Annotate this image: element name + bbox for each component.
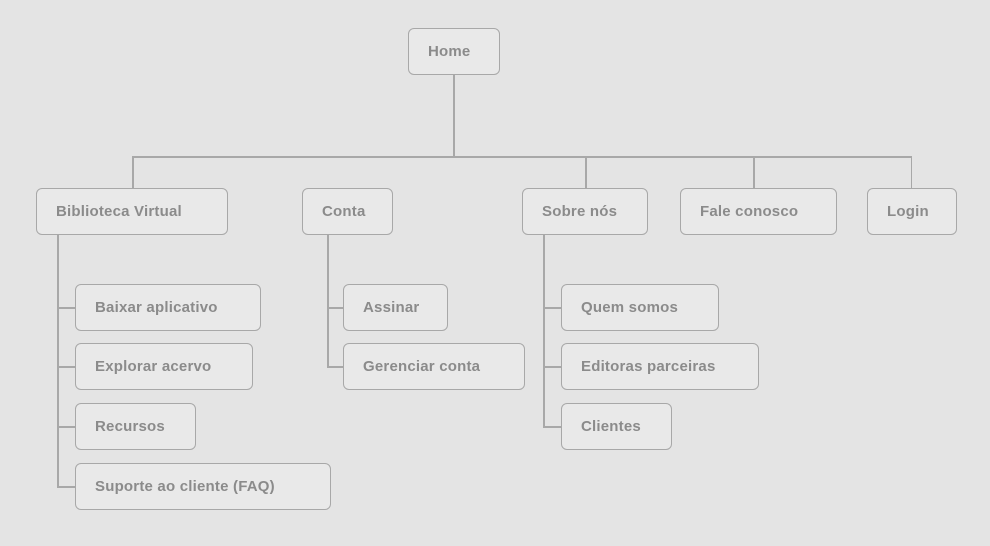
connector-conta-child-2 [327,366,343,368]
node-explorar-acervo[interactable]: Explorar acervo [75,343,253,390]
connector-sobre-nos-child-3 [543,426,561,428]
connector-conta-spine [327,235,329,367]
connector-sobre-nos-spine [543,235,545,427]
node-biblioteca-virtual[interactable]: Biblioteca Virtual [36,188,228,235]
node-assinar[interactable]: Assinar [343,284,448,331]
connector-sobre-nos-child-1 [543,307,561,309]
node-home[interactable]: Home [408,28,500,75]
connector-stub-biblioteca [132,156,134,189]
connector-home-drop [453,75,455,157]
node-login[interactable]: Login [867,188,957,235]
connector-stub-login [910,156,912,189]
node-gerenciar-conta[interactable]: Gerenciar conta [343,343,525,390]
node-clientes[interactable]: Clientes [561,403,672,450]
connector-trunk [132,156,912,158]
connector-sobre-nos-child-2 [543,366,561,368]
connector-stub-sobre-nos [585,156,587,189]
connector-biblioteca-child-3 [57,426,75,428]
node-sobre-nos[interactable]: Sobre nós [522,188,648,235]
connector-stub-fale-conosco [753,156,755,189]
node-recursos[interactable]: Recursos [75,403,196,450]
node-editoras-parceiras[interactable]: Editoras parceiras [561,343,759,390]
connector-biblioteca-spine [57,235,59,487]
connector-conta-child-1 [327,307,343,309]
connector-biblioteca-child-1 [57,307,75,309]
node-fale-conosco[interactable]: Fale conosco [680,188,837,235]
connector-biblioteca-child-4 [57,486,75,488]
node-suporte-ao-cliente[interactable]: Suporte ao cliente (FAQ) [75,463,331,510]
node-baixar-aplicativo[interactable]: Baixar aplicativo [75,284,261,331]
node-quem-somos[interactable]: Quem somos [561,284,719,331]
connector-biblioteca-child-2 [57,366,75,368]
node-conta[interactable]: Conta [302,188,393,235]
